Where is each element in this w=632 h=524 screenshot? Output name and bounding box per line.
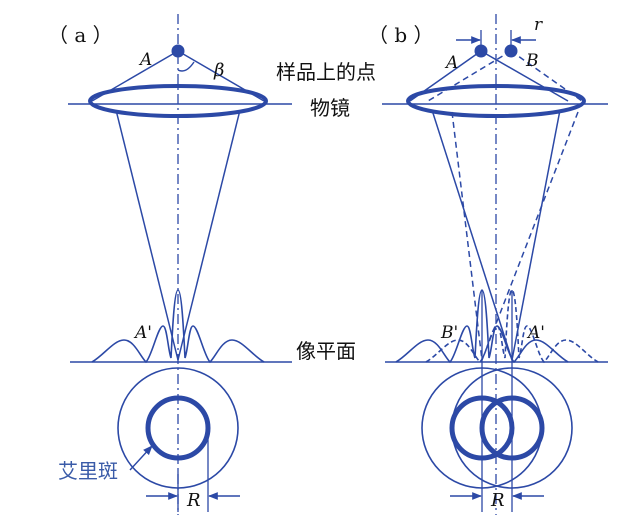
label-point-a: A — [138, 50, 152, 70]
cone-a-left-b — [409, 50, 482, 102]
label-objective: 物镜 — [310, 96, 350, 120]
ray-right-a — [177, 109, 241, 361]
cone-upper-right-a — [177, 50, 265, 102]
label-point-a-b: A — [444, 53, 458, 73]
ray-b-right-b — [481, 111, 579, 361]
angle-arc-beta — [177, 61, 195, 72]
cone-b-right-b — [510, 50, 583, 102]
panel-a-tag: （ a ） — [48, 23, 113, 47]
label-radius-a: R — [186, 490, 201, 511]
object-point-b-b — [504, 44, 518, 58]
ray-left-a — [115, 109, 179, 361]
airy-profile-a-image — [425, 289, 599, 364]
label-image-a-b: A' — [526, 323, 545, 343]
label-image-b: B' — [440, 323, 458, 343]
cone-upper-left-a — [91, 50, 179, 102]
airy-pointer — [129, 445, 153, 471]
object-point-a-b — [474, 44, 488, 58]
ray-b-left-b — [451, 111, 483, 361]
label-airy-disk: 艾里斑 — [58, 459, 118, 483]
label-sample-point: 样品上的点 — [276, 60, 376, 84]
label-radius-b: R — [490, 490, 505, 511]
objective-lens-b — [406, 84, 586, 118]
airy-profile-a — [91, 289, 265, 364]
ray-a-right-b — [511, 109, 561, 361]
label-point-b-b: B — [525, 51, 539, 71]
cone-a-right-b — [480, 50, 569, 102]
objective-lens-a — [88, 84, 268, 118]
label-separation-r: r — [534, 15, 543, 35]
label-image-plane: 像平面 — [296, 339, 356, 363]
cone-b-left-b — [427, 50, 512, 102]
label-beta: β — [213, 60, 224, 81]
panel-b-tag: （ b ） — [368, 23, 434, 47]
panel-a — [68, 14, 292, 515]
object-point-a — [171, 44, 185, 58]
label-image-a-a: A' — [133, 323, 152, 343]
panel-b — [382, 14, 608, 515]
